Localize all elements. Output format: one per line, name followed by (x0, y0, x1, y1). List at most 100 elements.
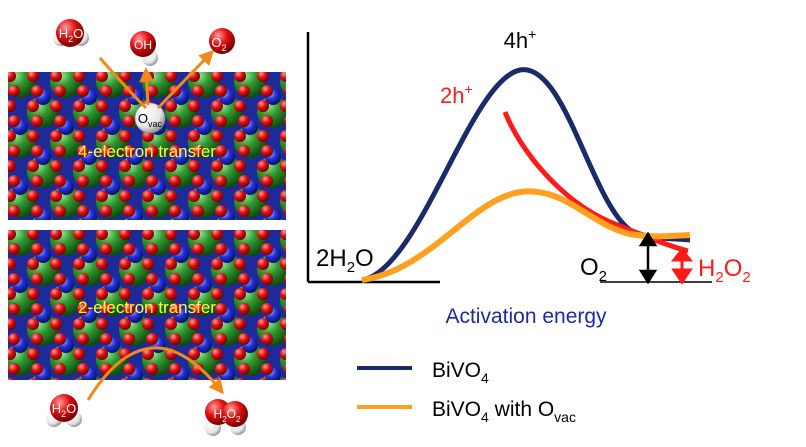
o-atom (119, 190, 131, 202)
o-atom (192, 115, 204, 127)
o-atom (234, 288, 246, 300)
o-atom (123, 303, 135, 315)
o-atom (146, 363, 158, 375)
o-atom (261, 243, 273, 255)
o-atom (8, 243, 20, 255)
x-axis-label: Activation energy (445, 305, 607, 328)
o-atom (284, 334, 286, 344)
o-atom (258, 378, 268, 380)
o-atom (165, 258, 177, 270)
o-atom (31, 175, 43, 187)
o-atom (123, 175, 135, 187)
o-atom (8, 85, 20, 97)
o-atom (238, 333, 250, 345)
o-atom (27, 190, 39, 202)
o-atom (96, 230, 108, 240)
o-atom (169, 273, 181, 285)
crystal-slab-bottom (8, 230, 286, 380)
o-atom (50, 318, 62, 330)
oxygen-vacancy: Ovac (134, 102, 166, 134)
o-atom (31, 333, 43, 345)
o-atom (165, 318, 177, 330)
o-atom (74, 378, 84, 380)
o-atom (257, 230, 269, 240)
svg-text:H2O: H2O (59, 26, 84, 44)
energy-axes (306, 32, 440, 284)
o-atom (281, 378, 286, 380)
two-electron-transfer-label: 2-electron transfer (78, 298, 216, 317)
o-atom (211, 288, 223, 300)
o-atom (211, 100, 223, 112)
reaction-arrows-top (98, 49, 215, 110)
o-atom (280, 100, 286, 112)
o-atom (8, 115, 20, 127)
o-atom (100, 333, 112, 345)
o-atom (188, 288, 200, 300)
o-atom (54, 363, 66, 375)
o-atom (123, 115, 135, 127)
legend: BiVO4 BiVO4 with Ovac (357, 359, 576, 425)
legend-label-bivo4: BiVO4 (432, 359, 489, 386)
o-atom (73, 288, 85, 300)
o-atom (31, 303, 43, 315)
o-atom (211, 160, 223, 172)
o-atom (31, 145, 43, 157)
o-atom (73, 100, 85, 112)
o-atom (54, 303, 66, 315)
o-atom (77, 145, 89, 157)
o-atom (100, 175, 112, 187)
o-atom (165, 160, 177, 172)
o-atom (261, 115, 273, 127)
o-atom (280, 348, 286, 360)
o-atom (50, 72, 62, 82)
o-atom (28, 378, 38, 380)
o-atom (8, 288, 16, 300)
o-atom (100, 303, 112, 315)
o-atom (96, 100, 108, 112)
o-atom (8, 348, 16, 360)
o-atom (284, 364, 286, 374)
o-atom (257, 318, 269, 330)
o-atom (50, 230, 62, 240)
o-atom (27, 130, 39, 142)
o-atom (234, 348, 246, 360)
o-atom (169, 303, 181, 315)
o-atom (235, 378, 245, 380)
o-atom (215, 243, 227, 255)
o-atom (192, 85, 204, 97)
o-atom (234, 230, 246, 240)
o-atom (215, 333, 227, 345)
o-atom (142, 348, 154, 360)
o-atom (27, 288, 39, 300)
o-atom (31, 205, 43, 217)
h2o-molecule-bottom: H2O (46, 394, 82, 427)
o-atom (261, 363, 273, 375)
o-atom (280, 72, 286, 82)
o-atom (238, 175, 250, 187)
o-atom (280, 130, 286, 142)
o-atom (73, 348, 85, 360)
o-atom (280, 230, 286, 240)
o-atom (8, 130, 16, 142)
o-atom (192, 273, 204, 285)
o-atom (119, 100, 131, 112)
o-atom (8, 363, 20, 375)
o-atom (192, 303, 204, 315)
o-atom (165, 190, 177, 202)
o-atom (215, 115, 227, 127)
o-atom (142, 190, 154, 202)
o-atom (119, 230, 131, 240)
o-atom (100, 85, 112, 97)
o-atom (77, 205, 89, 217)
o-atom (215, 175, 227, 187)
o-atom (188, 348, 200, 360)
o-atom (169, 205, 181, 217)
o-atom (238, 273, 250, 285)
o-atom (188, 100, 200, 112)
o-atom (146, 175, 158, 187)
o-atom (119, 72, 131, 82)
o2-molecule: O2 (209, 28, 235, 54)
o-atom (73, 190, 85, 202)
o-atom (54, 273, 66, 285)
o-atom (211, 130, 223, 142)
